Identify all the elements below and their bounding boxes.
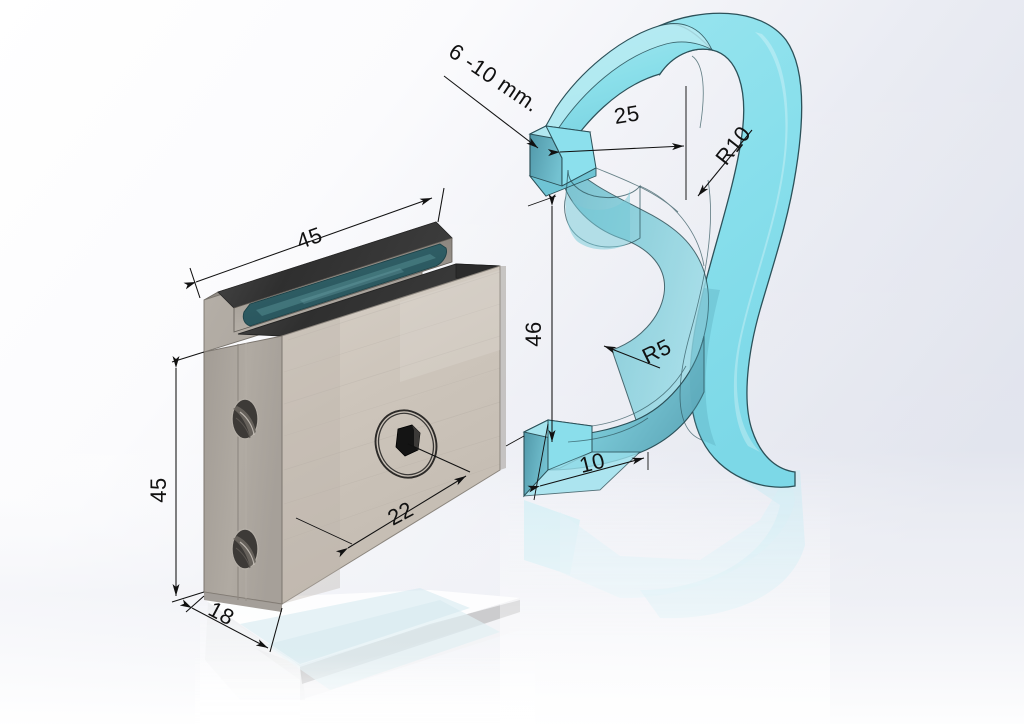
bracket-front-right-edge — [500, 266, 506, 470]
bracket-front-face-lightsheen — [400, 270, 500, 382]
bracket-front-face-shade — [282, 318, 340, 604]
dim-10[interactable]: 10 — [527, 423, 649, 501]
dim-45-height-label: 45 — [146, 477, 171, 502]
counterbore-hole-top[interactable] — [231, 398, 259, 440]
dim-46[interactable]: 46 — [505, 194, 557, 447]
cyan-hidden-lines — [567, 55, 711, 443]
dim-45-height[interactable]: 45 — [146, 351, 205, 603]
dim-10-label: 10 — [577, 448, 608, 478]
hex-socket-highlight — [412, 425, 420, 450]
cyan-part-reflection — [500, 470, 830, 724]
metal-bracket-reflection — [195, 588, 535, 724]
cyan-specular-highlight — [733, 32, 788, 452]
cyan-top-face — [545, 23, 714, 133]
dim-25[interactable]: 25 — [547, 86, 687, 200]
cyan-slot-notch-fill — [565, 188, 630, 250]
cyan-inner-shade — [689, 288, 720, 446]
cyan-slot-block-under — [528, 167, 597, 197]
dim-25-label: 25 — [612, 100, 641, 129]
floor-reflections — [195, 470, 830, 724]
counterbore-hole-bottom[interactable] — [231, 528, 259, 570]
hex-socket-screw[interactable] — [367, 402, 445, 485]
dim-46-label: 46 — [521, 321, 546, 346]
screw-outer-circle-2 — [377, 412, 435, 476]
